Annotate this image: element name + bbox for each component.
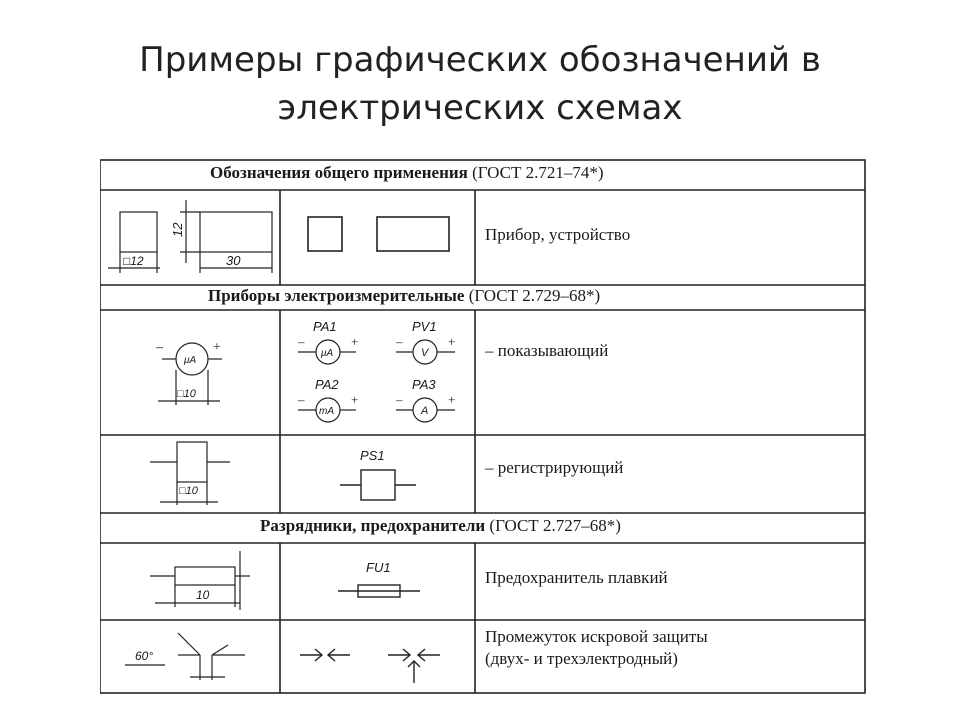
plus-sign: +	[213, 340, 221, 355]
device-dim-width: 30	[226, 253, 241, 268]
gap-dimension-drawing	[125, 632, 245, 680]
meter-label-pa2: PA2	[315, 377, 339, 392]
slide-title-line1: Примеры графических обозначений в	[139, 40, 821, 80]
indicating-description: – показывающий	[485, 341, 609, 360]
section-header-general-title: Обозначения общего применения	[210, 163, 468, 182]
svg-text:+: +	[351, 392, 358, 407]
meter-polarity-signs: – + – + – + – +	[297, 334, 455, 407]
indicating-meter-symbols	[298, 339, 455, 423]
gap-description-line2: (двух- и трехэлектродный)	[485, 649, 678, 668]
indicating-dim: □10	[177, 388, 197, 400]
section-header-instruments: Приборы электроизмерительные (ГОСТ 2.729…	[208, 286, 600, 306]
recording-dim: □10	[179, 485, 199, 497]
svg-text:+: +	[448, 334, 455, 349]
meter-unit-ua: μA	[320, 348, 333, 359]
slide-title: Примеры графических обозначений в электр…	[0, 36, 960, 132]
meter-unit-v: V	[421, 347, 430, 359]
meter-label-pv1: PV1	[412, 319, 437, 334]
device-dimension-drawing	[108, 200, 273, 273]
meter-unit-ma: mA	[319, 406, 334, 417]
recording-label-ps1: PS1	[360, 448, 385, 463]
svg-text:–: –	[297, 334, 305, 349]
fuse-dimension-drawing	[150, 551, 250, 610]
recording-description: – регистрирующий	[485, 458, 624, 477]
fuse-label-fu1: FU1	[366, 560, 391, 575]
gap-symbols	[300, 648, 440, 683]
section-header-instruments-title: Приборы электроизмерительные	[208, 286, 465, 305]
indicating-unit-ua: μA	[183, 355, 196, 366]
section-header-instruments-standard: (ГОСТ 2.729–68*)	[468, 286, 601, 305]
indicating-dimension-drawing	[158, 342, 222, 405]
symbols-table: □12 30 12 – + μA □10	[100, 155, 868, 695]
table-grid: □12 30 12 – + μA □10	[100, 159, 866, 694]
section-header-arresters: Разрядники, предохранители (ГОСТ 2.727–6…	[260, 516, 621, 536]
svg-text:–: –	[297, 392, 305, 407]
recording-dimension-drawing	[150, 441, 230, 505]
section-header-general-standard: (ГОСТ 2.721–74*)	[472, 163, 604, 182]
fuse-description: Предохранитель плавкий	[485, 568, 668, 587]
section-header-arresters-standard: (ГОСТ 2.727–68*)	[489, 516, 621, 535]
recording-symbol	[340, 469, 416, 501]
svg-text:+: +	[351, 334, 358, 349]
meter-label-pa3: PA3	[412, 377, 436, 392]
meter-unit-a: A	[420, 405, 428, 417]
device-symbols	[307, 216, 450, 252]
minus-sign: –	[155, 340, 164, 355]
slide-title-line2: электрических схемах	[277, 88, 683, 128]
device-dim-height: 12	[170, 222, 185, 237]
meter-label-pa1: PA1	[313, 319, 337, 334]
gap-description-line1: Промежуток искровой защиты	[485, 627, 708, 646]
section-header-general: Обозначения общего применения (ГОСТ 2.72…	[210, 163, 604, 183]
section-header-arresters-title: Разрядники, предохранители	[260, 516, 486, 535]
device-dim-small: □12	[123, 254, 144, 268]
fuse-symbol	[338, 584, 420, 598]
svg-text:–: –	[395, 334, 403, 349]
gap-angle: 60°	[135, 649, 153, 663]
fuse-dim: 10	[196, 588, 210, 602]
svg-text:–: –	[395, 392, 403, 407]
device-description: Прибор, устройство	[485, 225, 631, 244]
svg-text:+: +	[448, 392, 455, 407]
